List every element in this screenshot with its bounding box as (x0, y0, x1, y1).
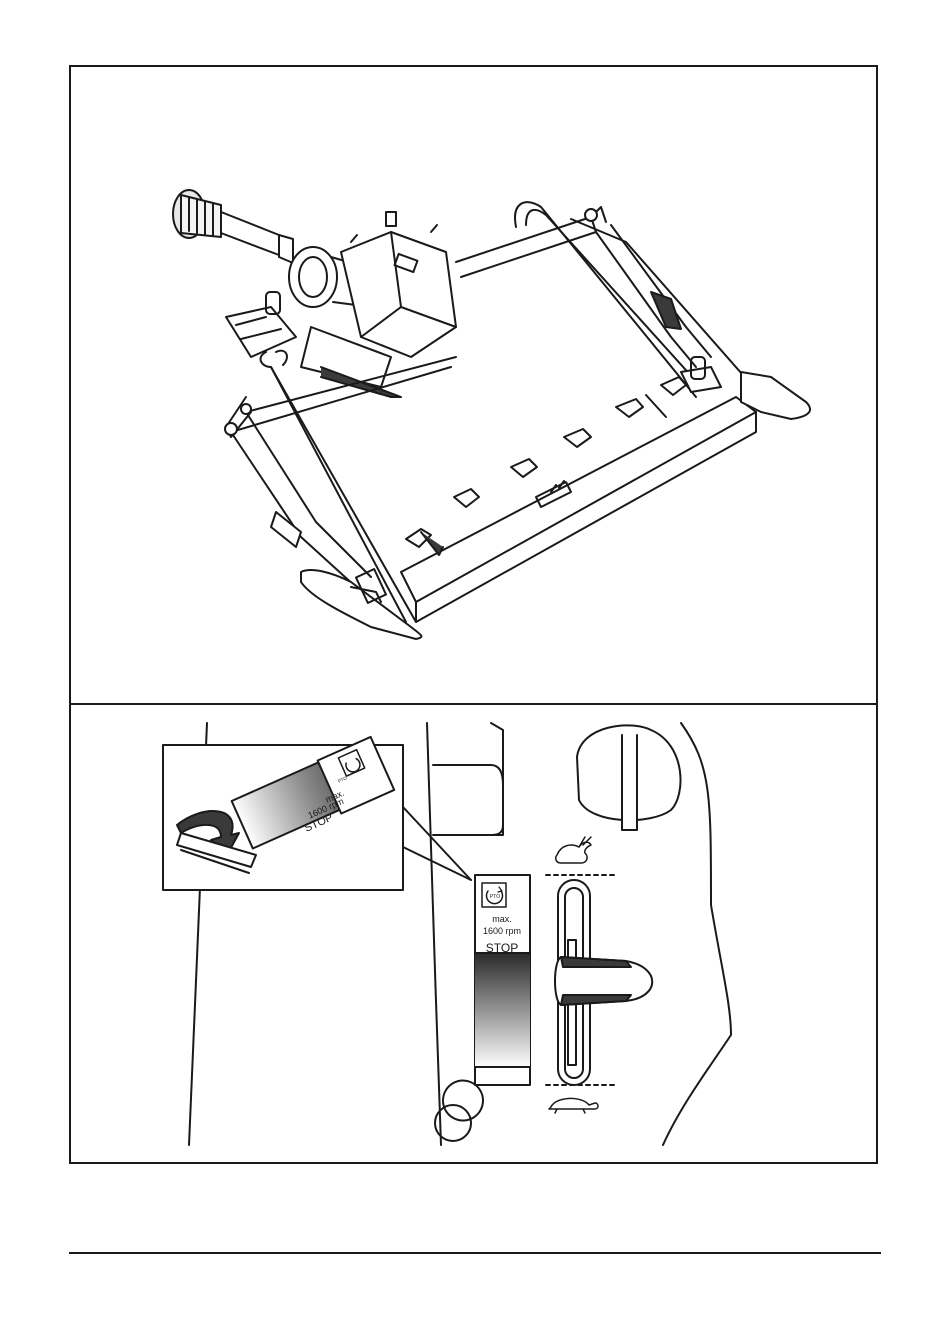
decal-stop-label: STOP (486, 941, 518, 955)
support-stays (261, 202, 771, 622)
control-knob (577, 725, 681, 830)
mower-drawing (71, 67, 876, 703)
rabbit-icon (556, 837, 591, 863)
decal-max-label: max. (492, 914, 512, 924)
decal-pto-label: PTO (490, 894, 500, 900)
mower-illustration-panel (69, 65, 878, 705)
left-skid (271, 512, 421, 639)
dashboard-drawing: PTO max. 1600 rpm STOP PTO max. 1600 rpm… (71, 705, 876, 1162)
pto-shaft (173, 190, 371, 307)
footer-rule (69, 1252, 881, 1254)
throttle-lever (555, 957, 652, 1005)
turtle-icon (549, 1098, 598, 1113)
decal-rpm-label: 1600 rpm (483, 926, 521, 936)
decal-installed (475, 875, 530, 1085)
gearbox-housing (341, 212, 456, 357)
label-placement-panel: PTO max. 1600 rpm STOP PTO max. 1600 rpm… (69, 703, 878, 1164)
